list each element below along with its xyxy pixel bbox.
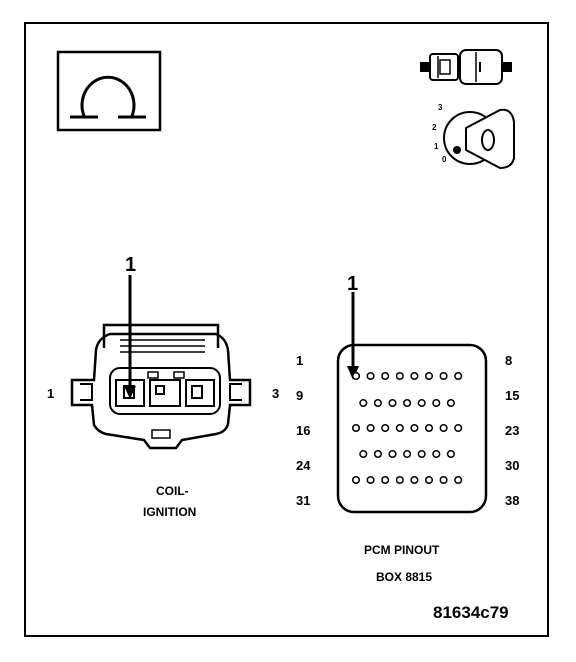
pcm-row-left-label: 16 (296, 423, 311, 438)
pcm-pin (446, 398, 455, 408)
pcm-pin (424, 371, 434, 381)
pcm-pin (395, 475, 404, 485)
pcm-row-left-label: 1 (296, 353, 304, 368)
omega-ohmmeter-icon (56, 50, 162, 132)
pcm-pin (417, 449, 426, 459)
pcm-pin-pointer-arrow (347, 292, 359, 380)
coil-right-pin-label: 3 (272, 386, 280, 401)
pcm-pin (439, 423, 448, 433)
figure-code: 81634c79 (433, 603, 509, 622)
pcm-row-left-label: 9 (296, 388, 304, 403)
pcm-pin (388, 398, 397, 408)
pcm-pin (359, 449, 368, 459)
pcm-pin (417, 398, 426, 408)
pcm-pin (439, 475, 448, 485)
coil-pointer-number: 1 (125, 254, 137, 276)
pcm-pin (446, 449, 455, 459)
pcm-row-right-label: 38 (505, 493, 520, 508)
pcm-pin (410, 423, 419, 433)
pcm-pin (366, 475, 375, 485)
pcm-pin (373, 398, 382, 408)
pcm-pin (454, 423, 463, 433)
pcm-pin (351, 475, 361, 485)
pcm-pin (432, 398, 441, 408)
pcm-caption-line1: PCM PINOUT (364, 543, 440, 557)
pcm-pin (395, 423, 404, 433)
pcm-pin (381, 371, 390, 381)
pcm-row-right-label: 15 (505, 388, 520, 403)
pcm-pin (366, 371, 375, 381)
coil-left-pin-label: 1 (47, 386, 55, 401)
pcm-pin (403, 449, 412, 459)
pcm-pin (373, 449, 382, 459)
pcm-pointer-number: 1 (347, 273, 359, 295)
pcm-pin-highlighted (351, 371, 361, 381)
coil-caption-line2: IGNITION (143, 505, 197, 519)
coil-caption-line1: COIL- (156, 484, 189, 498)
ignition-key-icon (443, 108, 515, 170)
pcm-pin (439, 371, 448, 381)
ignition-position-2: 2 (432, 123, 437, 132)
pcm-pin (432, 449, 441, 459)
pcm-pin (388, 449, 397, 459)
pcm-pin-grid (351, 371, 463, 485)
pcm-row-right-label: 30 (505, 458, 520, 473)
pcm-pin (424, 475, 434, 485)
pcm-pin (381, 475, 390, 485)
pcm-pin (381, 423, 390, 433)
pcm-row-right-label: 23 (505, 423, 520, 438)
pcm-pin (410, 371, 419, 381)
pcm-pin (410, 475, 419, 485)
coil-pin-pointer-arrow (124, 275, 136, 399)
pcm-pin (395, 371, 404, 381)
pcm-row-left-label: 31 (296, 493, 311, 508)
pcm-row-right-label: 8 (505, 353, 513, 368)
pcm-caption-line2: BOX 8815 (376, 570, 433, 584)
disconnected-connector-icon (420, 49, 512, 85)
pcm-pin (454, 371, 463, 381)
pcm-pin (351, 423, 361, 433)
pcm-pin (359, 398, 368, 408)
pcm-pin (403, 398, 412, 408)
pcm-pin (366, 423, 375, 433)
diagram-frame (24, 22, 549, 637)
ignition-position-1: 1 (434, 142, 439, 151)
coil-ignition-connector (70, 323, 252, 450)
pcm-pin (424, 423, 434, 433)
pcm-pin (454, 475, 463, 485)
pcm-row-left-label: 24 (296, 458, 311, 473)
ignition-position-0: 0 (442, 155, 447, 164)
ignition-position-3: 3 (438, 103, 443, 112)
